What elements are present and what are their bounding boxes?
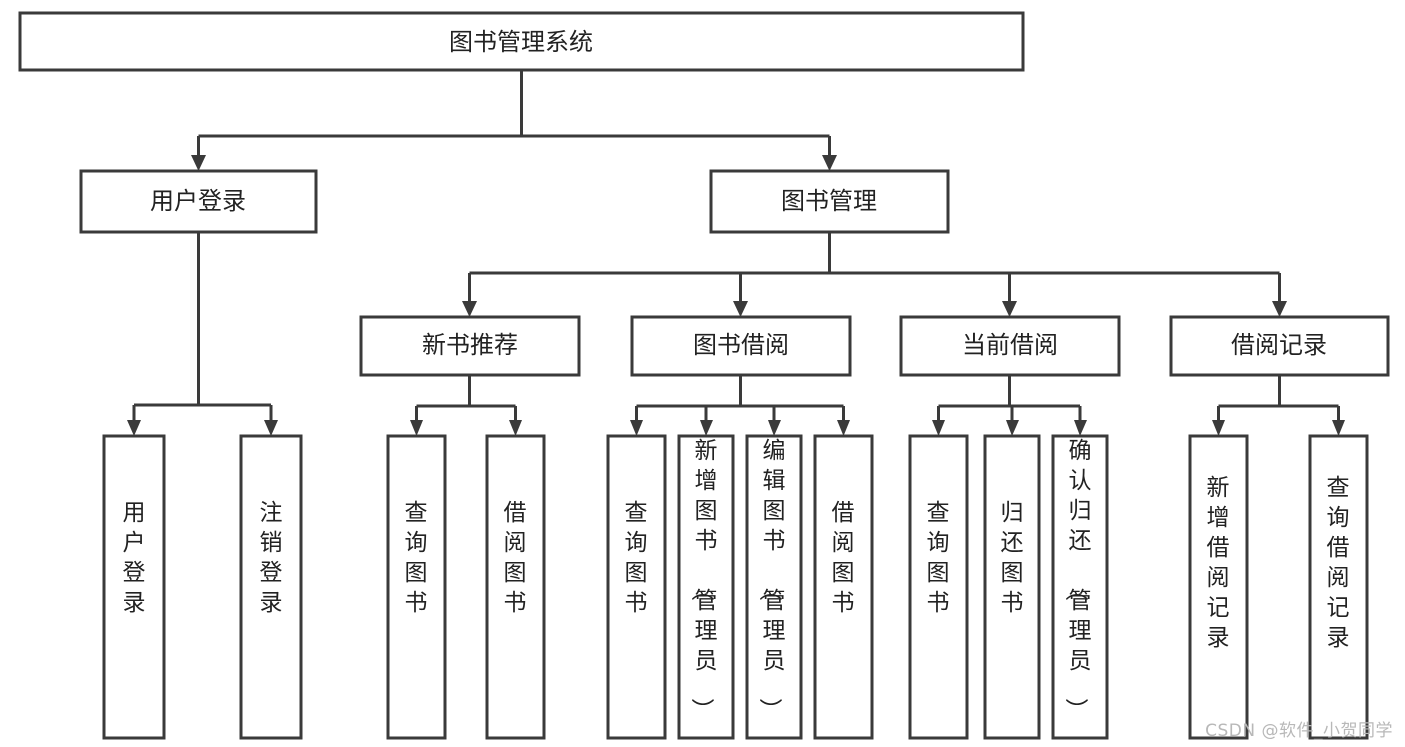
node-current-borrow[interactable]: 当前借阅	[899, 315, 1121, 377]
leaf-add-book-admin-label: 新增图书（管理员）	[689, 438, 718, 721]
arrowhead-bookmgmt-to-borrow	[733, 301, 748, 317]
leaf-query-book-newbook-label: 查询图书	[405, 500, 428, 616]
node-book-management-label: 图书管理	[781, 187, 877, 215]
arrowhead-current-to-leaf2	[1006, 420, 1019, 436]
node-book-management-box[interactable]	[709, 169, 950, 234]
leaf-query-book-current[interactable]: 查询图书	[908, 434, 969, 740]
connector-layer	[127, 70, 1345, 436]
leaf-query-borrow-record-box[interactable]	[1308, 434, 1369, 740]
leaf-query-book-borrow-box[interactable]	[606, 434, 667, 740]
arrowhead-bookmgmt-to-newbook	[462, 301, 477, 317]
leaf-return-book-box[interactable]	[983, 434, 1041, 740]
node-user-login-label: 用户登录	[150, 187, 246, 215]
leaf-add-borrow-record-box[interactable]	[1188, 434, 1249, 740]
node-root-box[interactable]	[18, 11, 1025, 72]
arrowhead-root-to-user-login	[191, 155, 206, 171]
leaf-logout-label: 注销登录	[260, 500, 283, 616]
leaf-logout[interactable]: 注销登录	[239, 434, 303, 740]
leaf-user-login[interactable]: 用户登录	[102, 434, 166, 740]
leaf-logout-box[interactable]	[239, 434, 303, 740]
leaf-confirm-return-admin[interactable]: 确认归还（管理员）	[1051, 434, 1109, 740]
arrowhead-bookmgmt-to-current	[1002, 301, 1017, 317]
node-current-borrow-box[interactable]	[899, 315, 1121, 377]
node-root[interactable]: 图书管理系统	[18, 11, 1025, 72]
leaf-query-book-current-label: 查询图书	[927, 500, 950, 616]
arrowhead-userlogin-to-leaf1	[127, 420, 141, 436]
arrowhead-records-to-leaf1	[1212, 420, 1225, 436]
leaf-return-book[interactable]: 归还图书	[983, 434, 1041, 740]
arrowhead-borrow-to-leaf4	[837, 420, 850, 436]
leaf-query-book-newbook[interactable]: 查询图书	[386, 434, 447, 740]
leaf-query-book-newbook-box[interactable]	[386, 434, 447, 740]
node-user-login[interactable]: 用户登录	[79, 169, 318, 234]
leaf-borrow-book-borrow-box[interactable]	[813, 434, 874, 740]
leaf-query-book-borrow[interactable]: 查询图书	[606, 434, 667, 740]
leaf-add-borrow-record-label: 新增借阅记录	[1207, 475, 1230, 651]
node-book-management[interactable]: 图书管理	[709, 169, 950, 234]
leaf-borrow-book-newbook-label: 借阅图书	[504, 500, 527, 616]
node-borrow-records-box[interactable]	[1169, 315, 1390, 377]
leaf-confirm-return-admin-box[interactable]	[1051, 434, 1109, 740]
leaf-return-book-label: 归还图书	[1001, 500, 1024, 616]
leaf-borrow-book-newbook-box[interactable]	[485, 434, 546, 740]
leaf-query-book-current-box[interactable]	[908, 434, 969, 740]
leaf-query-borrow-record[interactable]: 查询借阅记录	[1308, 434, 1369, 740]
node-current-borrow-label: 当前借阅	[962, 331, 1058, 359]
node-book-borrow[interactable]: 图书借阅	[630, 315, 852, 377]
arrowhead-newbook-to-leaf2	[509, 420, 522, 436]
node-user-login-box[interactable]	[79, 169, 318, 234]
leaf-borrow-book-borrow-label: 借阅图书	[832, 500, 855, 616]
arrowhead-newbook-to-leaf1	[410, 420, 423, 436]
leaf-add-book-admin-box[interactable]	[677, 434, 735, 740]
node-root-label: 图书管理系统	[449, 28, 593, 56]
arrowhead-bookmgmt-to-records	[1272, 301, 1287, 317]
leaf-confirm-return-admin-label: 确认归还（管理员）	[1063, 438, 1092, 721]
arrowhead-userlogin-to-leaf2	[264, 420, 278, 436]
node-book-borrow-box[interactable]	[630, 315, 852, 377]
node-new-book-recommend-box[interactable]	[359, 315, 581, 377]
leaf-query-book-borrow-label: 查询图书	[625, 500, 648, 616]
leaf-user-login-label: 用户登录	[123, 500, 146, 616]
node-borrow-records[interactable]: 借阅记录	[1169, 315, 1390, 377]
leaf-borrow-book-borrow[interactable]: 借阅图书	[813, 434, 874, 740]
leaf-add-book-admin[interactable]: 新增图书（管理员）	[677, 434, 735, 740]
leaf-add-borrow-record[interactable]: 新增借阅记录	[1188, 434, 1249, 740]
arrowhead-current-to-leaf1	[932, 420, 945, 436]
arrowhead-borrow-to-leaf2	[700, 420, 713, 436]
leaf-borrow-book-newbook[interactable]: 借阅图书	[485, 434, 546, 740]
node-new-book-recommend-label: 新书推荐	[422, 331, 518, 359]
leaf-edit-book-admin-label: 编辑图书（管理员）	[757, 438, 786, 721]
node-borrow-records-label: 借阅记录	[1231, 331, 1327, 359]
arrowhead-root-to-book-mgmt	[822, 155, 837, 171]
leaf-edit-book-admin[interactable]: 编辑图书（管理员）	[745, 434, 803, 740]
leaf-user-login-box[interactable]	[102, 434, 166, 740]
arrowhead-current-to-leaf3	[1074, 420, 1087, 436]
node-new-book-recommend[interactable]: 新书推荐	[359, 315, 581, 377]
arrowhead-borrow-to-leaf3	[768, 420, 781, 436]
arrowhead-borrow-to-leaf1	[630, 420, 643, 436]
arrowhead-records-to-leaf2	[1332, 420, 1345, 436]
leaf-edit-book-admin-box[interactable]	[745, 434, 803, 740]
node-book-borrow-label: 图书借阅	[693, 331, 789, 359]
leaf-query-borrow-record-label: 查询借阅记录	[1327, 475, 1350, 651]
